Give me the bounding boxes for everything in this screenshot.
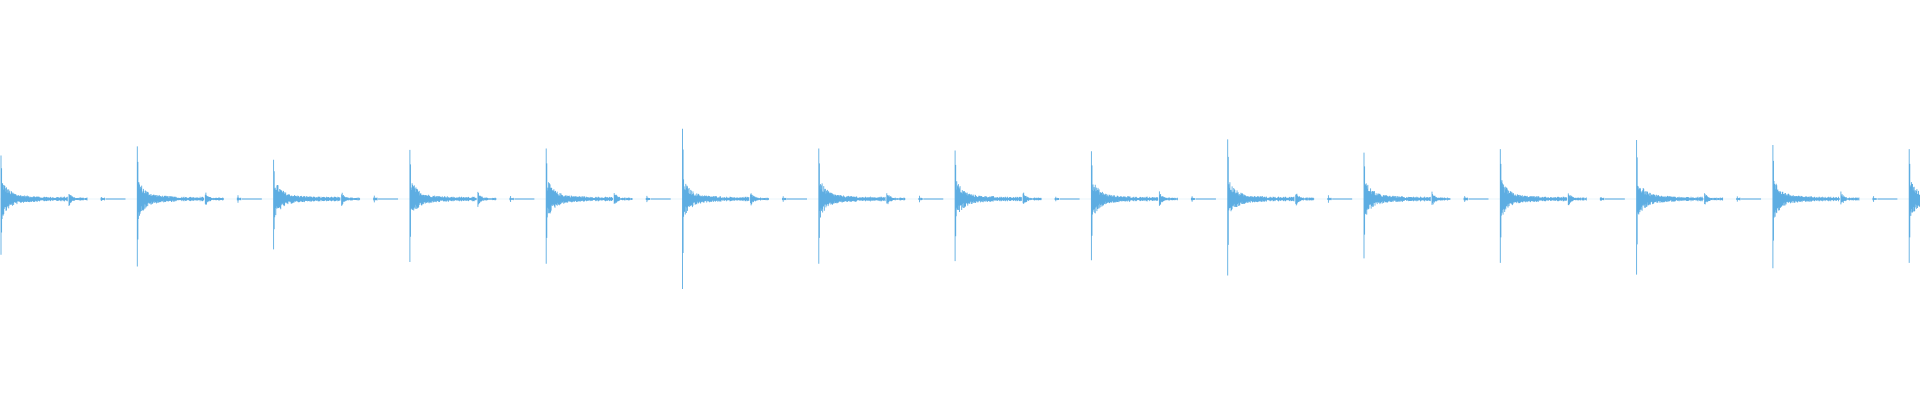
beat-transient <box>1090 151 1216 261</box>
beat-waveform-path <box>682 128 807 289</box>
beat-transient <box>1636 140 1762 275</box>
beat-transient <box>954 150 1080 262</box>
beat-waveform-path <box>1499 149 1625 263</box>
beat-waveform-path <box>1908 149 1920 263</box>
beat-transient <box>1499 149 1625 263</box>
beat-waveform-path <box>273 159 399 250</box>
beat-transient <box>1772 144 1898 269</box>
beat-waveform-path <box>1636 140 1762 275</box>
beat-waveform-path <box>954 150 1080 262</box>
beat-transient <box>409 149 535 262</box>
beat-waveform-path <box>0 155 126 255</box>
beat-transient <box>273 159 399 250</box>
beat-waveform-path <box>1772 144 1898 269</box>
beat-waveform-path <box>1227 139 1353 276</box>
beat-waveform-path <box>136 146 262 267</box>
beat-transient <box>0 155 126 255</box>
beat-transient <box>1908 149 1920 263</box>
beat-waveform-path <box>1363 152 1489 259</box>
beat-waveform-path <box>545 148 671 264</box>
beat-waveform-path <box>409 149 535 262</box>
beat-transient <box>545 148 671 264</box>
beat-transient <box>1227 139 1353 276</box>
beat-transient <box>818 148 944 264</box>
beat-transient <box>682 128 807 289</box>
beat-waveform-path <box>818 148 944 264</box>
beat-transient <box>1363 152 1489 259</box>
beat-transient <box>136 146 262 267</box>
beat-waveform-path <box>1090 151 1216 261</box>
